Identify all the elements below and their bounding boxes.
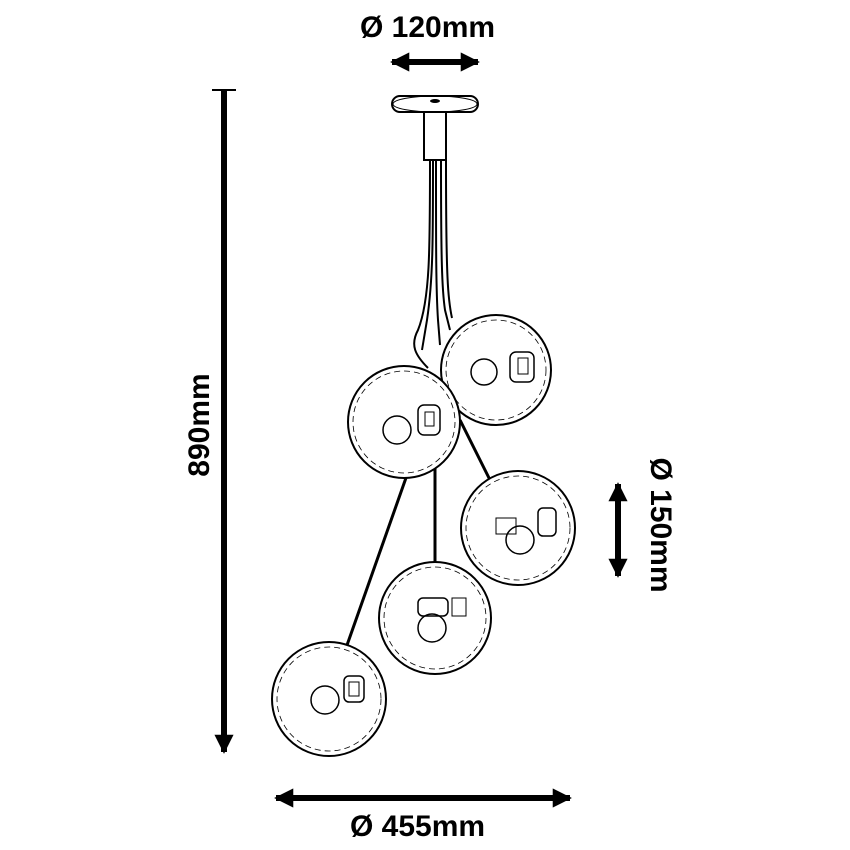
overall-diameter-label: Ø 455mm [350,810,486,843]
suspension-cables [344,159,492,649]
canopy-diameter-label: Ø 120mm [360,11,496,44]
height-dimension-arrow [212,89,236,754]
suspension-stem [423,111,447,161]
globe-bottom-left [271,641,387,757]
globe-middle [378,561,492,675]
globe-right [460,470,576,586]
globe-diameter-label: Ø 150mm [644,457,677,593]
ceiling-canopy [391,95,479,113]
globe-top-right [440,314,552,426]
total-height-label: 890mm [183,373,216,477]
globe-upper-left [347,365,461,479]
